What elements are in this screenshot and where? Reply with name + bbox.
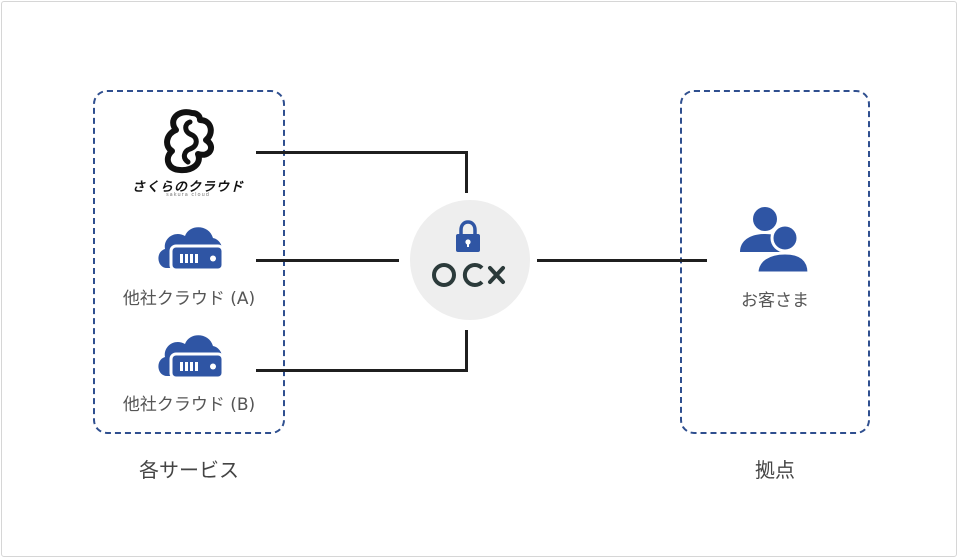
connector-sakura-horizontal: [256, 151, 468, 154]
site-group-label: 拠点: [755, 458, 795, 482]
ocx-hub: [410, 200, 530, 320]
sakura-cloud-name: さくらのクラウド: [132, 180, 245, 195]
site-group-box: [680, 90, 870, 434]
ocx-logo-icon: [432, 263, 505, 287]
connector-customer: [537, 259, 707, 262]
connector-cloud-b-horizontal: [256, 369, 468, 372]
sakura-cloud-logo-icon: [164, 109, 215, 174]
cloud-server-icon-b: [158, 335, 225, 380]
lock-icon: [456, 220, 480, 252]
services-group-label: 各サービス: [139, 458, 239, 482]
cloud-server-icon-a: [158, 227, 225, 272]
cloud-b-label: 他社クラウド (B): [122, 395, 256, 415]
sakura-cloud-subtitle: sakura cloud: [166, 192, 210, 198]
users-icon: [740, 207, 811, 274]
connector-cloud-b-vertical: [465, 330, 468, 372]
customer-label: お客さま: [741, 291, 809, 311]
connector-cloud-a: [256, 259, 399, 262]
connector-sakura-vertical: [465, 151, 468, 193]
cloud-a-label: 他社クラウド (A): [122, 289, 256, 309]
services-group-box: [93, 90, 285, 434]
